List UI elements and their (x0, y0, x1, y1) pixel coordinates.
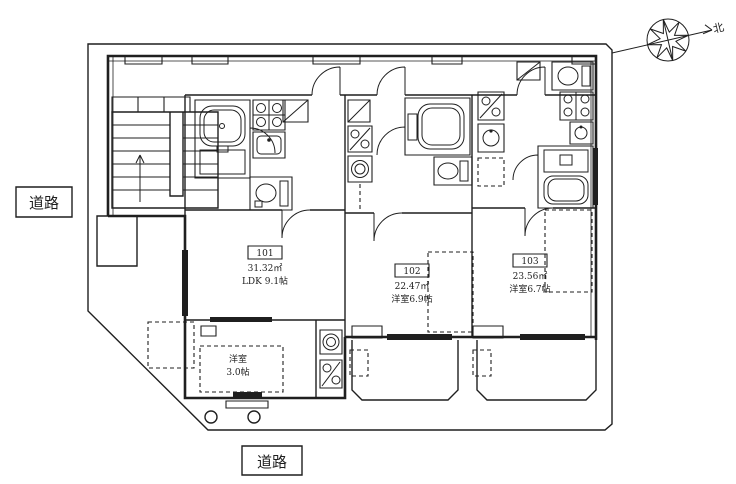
door-arc (377, 67, 405, 95)
unit-101-fixtures (195, 100, 308, 210)
north-axis-line (612, 30, 712, 53)
washing-machine-icon (348, 156, 372, 182)
bathtub-icon (538, 146, 593, 208)
toilet-icon (552, 62, 593, 90)
kitchen-stove-icon (320, 360, 342, 388)
road-label-bottom: 道路 (242, 446, 302, 475)
balcony-103 (473, 326, 596, 400)
garden-dashed-area (148, 322, 194, 368)
bathtub-icon (405, 98, 470, 155)
refrigerator-space-icon (348, 100, 370, 122)
sink-icon (253, 132, 285, 158)
unit-103-label: 103 23.56㎡ 洋室6.7帖 (509, 254, 551, 295)
kitchen-stove-icon (478, 92, 504, 120)
lot-boundary (88, 44, 612, 430)
door-arc (377, 127, 405, 155)
unit-103-room: 洋室6.7帖 (509, 283, 550, 295)
unit-102-fixtures (348, 98, 472, 212)
window-bar (182, 250, 188, 316)
sink-icon (570, 122, 593, 144)
unit-103-number: 103 (521, 257, 538, 267)
road-label-left-text: 道路 (29, 194, 59, 212)
door-arc (517, 67, 545, 95)
unit-102-room: 洋室6.9帖 (391, 293, 432, 305)
unit-101-utility (320, 330, 342, 388)
window-bar (593, 148, 598, 205)
kitchen-stove-icon (560, 92, 593, 120)
door-arc (312, 67, 340, 95)
road-label-left: 道路 (16, 187, 72, 217)
window-bars (182, 148, 598, 340)
window-bar (210, 317, 272, 322)
dashed-furniture (200, 210, 592, 392)
washing-machine-space (478, 158, 504, 186)
door-arc (374, 213, 402, 241)
unit-103-area: 23.56㎡ (513, 271, 548, 282)
window-bar (520, 334, 585, 340)
door-arc (282, 210, 310, 238)
bathtub-icon (195, 100, 250, 178)
refrigerator-space-icon (517, 62, 540, 80)
road-label-bottom-text: 道路 (257, 453, 287, 471)
interior-doors (250, 127, 553, 241)
north-arrowhead (703, 25, 712, 34)
refrigerator-space-icon (283, 100, 308, 122)
unit-101-room: LDK 9.1帖 (242, 275, 288, 287)
washing-machine-icon (320, 330, 342, 354)
terrace-101 (205, 392, 268, 423)
unit-102-label: 102 22.47㎡ 洋室6.9帖 (391, 264, 433, 305)
annex-room-name: 洋室 (229, 353, 247, 365)
unit-101-label: 101 31.32㎡ LDK 9.1帖 (242, 246, 288, 287)
north-label: 北 (712, 21, 726, 36)
kitchen-stove-icon (348, 126, 372, 152)
bollard-circle (205, 411, 217, 423)
door-arc (513, 155, 538, 180)
kitchen-stove-icon (253, 100, 285, 130)
annex-room-size: 3.0帖 (226, 366, 249, 378)
bollard-circle (248, 411, 260, 423)
interior-walls (185, 95, 596, 398)
sink-icon (478, 124, 504, 152)
annex-room-label: 洋室 3.0帖 (226, 353, 249, 378)
window-bar (387, 334, 452, 340)
unit-102-number: 102 (403, 267, 420, 277)
unit-103-fixtures (478, 62, 593, 208)
compass-rose-icon: 北 (612, 19, 725, 61)
door-arc (525, 208, 553, 236)
toilet-icon (250, 177, 292, 210)
entrance-doors (312, 67, 545, 95)
unit-101-number: 101 (256, 249, 273, 259)
toilet-icon (434, 157, 472, 185)
unit-102-area: 22.47㎡ (395, 281, 430, 292)
bike-storage-area (97, 216, 137, 266)
balcony-102 (350, 326, 458, 400)
unit-101-area: 31.32㎡ (248, 263, 283, 274)
stairs-icon (112, 97, 218, 208)
